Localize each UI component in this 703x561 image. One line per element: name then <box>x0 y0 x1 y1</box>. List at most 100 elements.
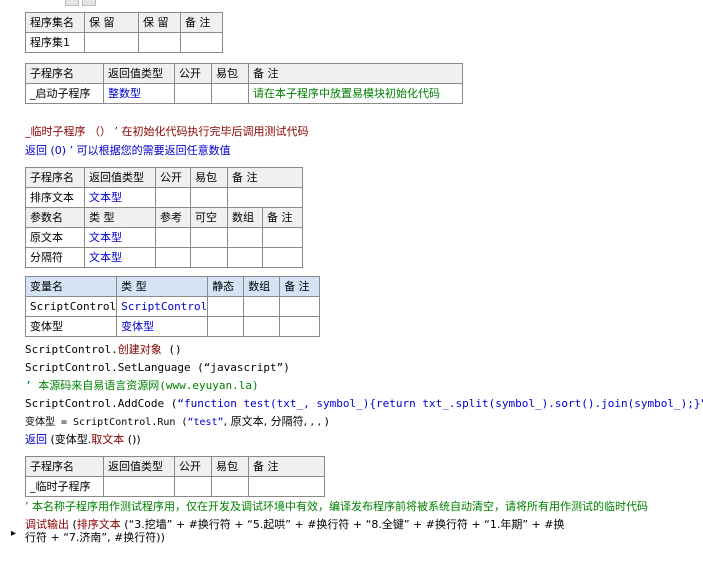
header-cell: 返回值类型 <box>103 456 175 477</box>
public-cell[interactable] <box>174 83 212 104</box>
header-cell: 备 注 <box>248 456 325 477</box>
code-line[interactable]: 返回 (0) ’ 可以根据您的需要返回任意数值 <box>25 144 231 158</box>
sub-name-cell[interactable]: _临时子程序 <box>25 476 104 497</box>
var-type-cell[interactable]: 变体型 <box>116 316 209 337</box>
table-cell[interactable] <box>155 187 191 208</box>
comment-text: ’ 本源码来自易语言资源网(www.eyuyan.la) <box>25 379 259 392</box>
header-cell: 返回值类型 <box>84 167 156 188</box>
header-cell: 静态 <box>207 276 245 297</box>
minimize-button[interactable] <box>65 0 79 6</box>
header-cell: 保 留 <box>138 12 181 33</box>
table-cell[interactable] <box>227 227 263 248</box>
comment-text: ’ 本名称子程序用作测试程序用，仅在开发及调试环境中有效，编译发布程序前将被系统… <box>25 500 648 513</box>
debug-output-keyword: 调试输出 <box>25 518 69 531</box>
code-line[interactable]: ’ 本源码来自易语言资源网(www.eyuyan.la) <box>25 379 259 393</box>
sub-name-cell[interactable]: _启动子程序 <box>25 83 104 104</box>
header-cell: 公开 <box>155 167 191 188</box>
header-cell: 公开 <box>174 456 212 477</box>
table-cell[interactable] <box>243 316 281 337</box>
param-type-cell[interactable]: 文本型 <box>84 227 156 248</box>
var-type-cell[interactable]: ScriptControl <box>116 296 209 317</box>
table-cell[interactable] <box>190 247 228 268</box>
string-literal: “test” <box>187 417 224 428</box>
code-line[interactable]: ScriptControl.创建对象 () <box>25 343 182 357</box>
statement-args: (“3.挖墙” + #换行符 + “5.起哄” + #换行符 + “8.全键” … <box>120 518 565 531</box>
statement-text: ScriptControl.SetLanguage (“javascript”) <box>25 361 290 374</box>
table-cell[interactable] <box>190 227 228 248</box>
easy-pack-cell[interactable] <box>211 83 249 104</box>
method-name: 创建对象 <box>117 343 162 356</box>
sub-name-cell[interactable]: 排序文本 <box>25 187 85 208</box>
table-cell[interactable] <box>174 476 212 497</box>
code-line[interactable]: _临时子程序 （） ’ 在初始化代码执行完毕后调用测试代码 <box>25 125 309 139</box>
return-type-cell[interactable]: 整数型 <box>103 83 175 104</box>
table-cell[interactable] <box>207 316 245 337</box>
header-cell: 变量名 <box>24 276 118 297</box>
header-cell: 数组 <box>227 207 263 228</box>
header-cell: 子程序名 <box>25 167 85 188</box>
header-cell: 易包 <box>211 63 249 84</box>
program-set-name-cell[interactable]: 程序集1 <box>25 32 85 53</box>
var-name-cell[interactable]: 变体型 <box>24 316 118 337</box>
table-cell[interactable] <box>279 296 321 317</box>
call-parens: () <box>161 343 182 356</box>
code-line[interactable]: 调试输出 (排序文本 (“3.挖墙” + #换行符 + “5.起哄” + #换行… <box>25 518 565 532</box>
param-name-cell[interactable]: 分隔符 <box>25 247 85 268</box>
program-set-table: 程序集名 保 留 保 留 备 注 程序集1 <box>25 12 223 53</box>
table-cell[interactable] <box>84 32 139 53</box>
call-parens: ()) <box>124 433 141 446</box>
table-cell[interactable] <box>180 32 223 53</box>
header-cell: 备 注 <box>279 276 321 297</box>
table-cell[interactable] <box>207 296 245 317</box>
header-cell: 备 注 <box>227 167 303 188</box>
remark-cell[interactable]: 请在本子程序中放置易模块初始化代码 <box>248 83 463 104</box>
temp-sub-table: 子程序名 返回值类型 公开 易包 备 注 _临时子程序 <box>25 456 325 497</box>
code-line[interactable]: 行符 + “7.济南”, #换行符)) <box>25 531 165 545</box>
code-line[interactable]: ScriptControl.SetLanguage (“javascript”) <box>25 361 290 375</box>
header-cell: 类 型 <box>84 207 156 228</box>
maximize-button[interactable] <box>82 0 96 6</box>
header-cell: 易包 <box>211 456 249 477</box>
table-cell[interactable] <box>262 227 303 248</box>
header-cell: 参数名 <box>25 207 85 228</box>
var-name-cell[interactable]: ScriptControl <box>24 296 118 317</box>
code-line[interactable]: ScriptControl.AddCode (“function test(tx… <box>25 397 703 411</box>
return-type-cell[interactable]: 文本型 <box>84 187 156 208</box>
table-cell[interactable] <box>103 476 175 497</box>
table-cell[interactable] <box>155 227 191 248</box>
method-name: 取文本 <box>91 433 125 446</box>
current-line-marker-icon: ▸ <box>11 528 17 539</box>
statement-text: 变体型 = ScriptControl.Run ( <box>25 417 188 428</box>
table-cell[interactable] <box>279 316 321 337</box>
sort-sub-table: 子程序名 返回值类型 公开 易包 备 注 排序文本 文本型 参数名 类 型 参考… <box>25 167 303 268</box>
header-cell: 可空 <box>190 207 228 228</box>
return-keyword: 返回 <box>25 433 47 446</box>
header-cell: 数组 <box>243 276 281 297</box>
table-cell[interactable] <box>155 247 191 268</box>
statement-text: (变体型. <box>47 433 92 446</box>
statement-text: ScriptControl.AddCode ( <box>25 397 178 410</box>
local-variable-table: 变量名 类 型 静态 数组 备 注 ScriptControl ScriptCo… <box>24 276 321 337</box>
param-name-cell[interactable]: 原文本 <box>25 227 85 248</box>
code-line[interactable]: 变体型 = ScriptControl.Run (“test”, 原文本, 分隔… <box>25 415 329 430</box>
table-cell[interactable] <box>243 296 281 317</box>
header-cell: 参考 <box>155 207 191 228</box>
call-parens: ( <box>69 518 77 531</box>
return-statement: 返回 (0) ’ 可以根据您的需要返回任意数值 <box>25 144 231 157</box>
table-cell[interactable] <box>262 247 303 268</box>
param-type-cell[interactable]: 文本型 <box>84 247 156 268</box>
table-cell[interactable] <box>248 476 325 497</box>
header-cell: 备 注 <box>248 63 463 84</box>
sub-call: _临时子程序 （） ’ 在初始化代码执行完毕后调用测试代码 <box>25 125 309 138</box>
table-cell[interactable] <box>138 32 181 53</box>
statement-args: 行符 + “7.济南”, #换行符)) <box>25 531 165 544</box>
table-cell[interactable] <box>211 476 249 497</box>
table-cell[interactable] <box>227 187 303 208</box>
header-cell: 备 注 <box>262 207 303 228</box>
table-cell[interactable] <box>227 247 263 268</box>
statement-args: , 原文本, 分隔符, , , ) <box>223 415 329 428</box>
code-line[interactable]: 返回 (变体型.取文本 ()) <box>25 433 141 447</box>
code-line[interactable]: ’ 本名称子程序用作测试程序用，仅在开发及调试环境中有效，编译发布程序前将被系统… <box>25 500 648 514</box>
object-ref: ScriptControl. <box>25 343 118 356</box>
table-cell[interactable] <box>190 187 228 208</box>
